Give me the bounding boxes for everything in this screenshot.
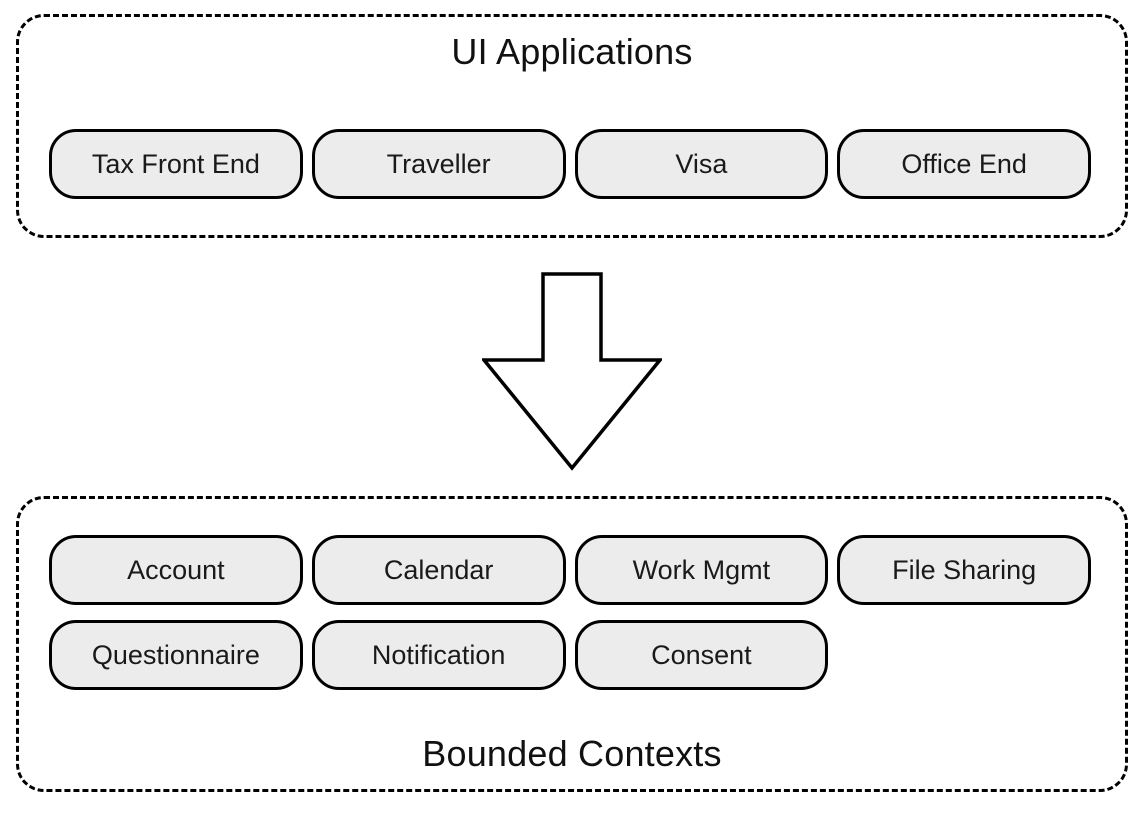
node-notification: Notification: [311, 620, 566, 690]
node-visa: Visa: [574, 129, 829, 199]
node-label: Visa: [675, 148, 728, 179]
node-consent: Consent: [574, 620, 829, 690]
bounded-contexts-pill-grid: Account Calendar Work Mgmt File Sharing …: [49, 535, 1091, 690]
node-traveller: Traveller: [311, 129, 566, 199]
node-office-end: Office End: [837, 129, 1091, 199]
node-file-sharing: File Sharing: [837, 535, 1091, 605]
node-label: Office End: [901, 148, 1027, 179]
node-label: File Sharing: [892, 554, 1037, 585]
node-label: Traveller: [386, 148, 491, 179]
ui-applications-pill-row: Tax Front End Traveller Visa Office End: [49, 129, 1091, 199]
node-label: Notification: [371, 639, 506, 670]
bounded-contexts-title: Bounded Contexts: [422, 733, 722, 774]
node-label: Tax Front End: [91, 148, 260, 179]
node-label: Consent: [651, 639, 752, 670]
node-questionnaire: Questionnaire: [49, 620, 303, 690]
node-account: Account: [49, 535, 303, 605]
node-calendar: Calendar: [311, 535, 566, 605]
bounded-contexts-group: Account Calendar Work Mgmt File Sharing …: [16, 496, 1128, 792]
ui-applications-group: UI Applications Tax Front End Traveller …: [16, 14, 1128, 238]
ui-applications-title: UI Applications: [451, 31, 693, 72]
node-tax-front-end: Tax Front End: [49, 129, 303, 199]
node-label: Questionnaire: [91, 639, 260, 670]
node-label: Account: [127, 554, 225, 585]
node-work-mgmt: Work Mgmt: [574, 535, 829, 605]
node-label: Work Mgmt: [632, 554, 771, 585]
down-arrow-icon: [480, 272, 664, 472]
node-label: Calendar: [383, 554, 494, 585]
